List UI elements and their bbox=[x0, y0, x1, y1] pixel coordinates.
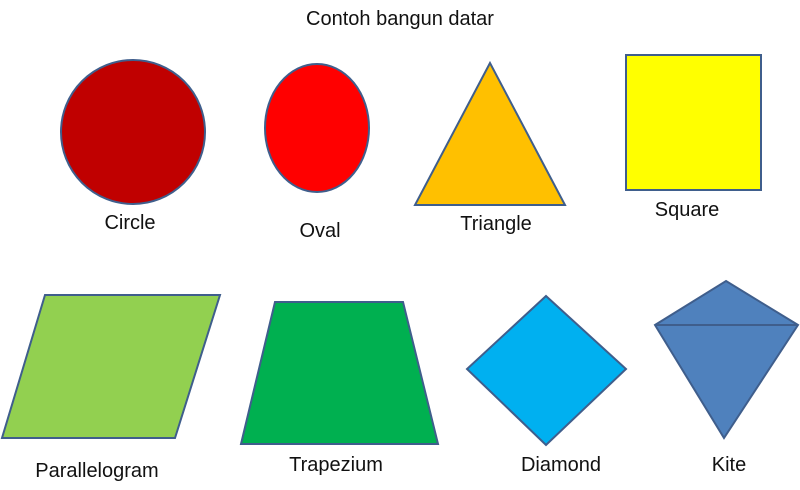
square-shape bbox=[625, 54, 762, 191]
diagram-title: Contoh bangun datar bbox=[306, 8, 494, 30]
square-label: Square bbox=[654, 199, 720, 221]
trapezium-label: Trapezium bbox=[289, 454, 383, 476]
circle-shape bbox=[60, 59, 206, 205]
diamond-label: Diamond bbox=[520, 454, 602, 476]
triangle-shape bbox=[413, 60, 567, 206]
oval-shape bbox=[264, 63, 370, 193]
triangle-label: Triangle bbox=[460, 213, 532, 235]
trapezium-shape bbox=[239, 301, 440, 445]
diamond-shape bbox=[465, 294, 628, 447]
parallelogram-label: Parallelogram bbox=[35, 460, 159, 482]
kite-shape bbox=[653, 279, 800, 440]
kite-label: Kite bbox=[711, 454, 747, 476]
circle-label: Circle bbox=[104, 212, 156, 234]
oval-label: Oval bbox=[299, 220, 341, 242]
parallelogram-shape bbox=[0, 294, 222, 439]
